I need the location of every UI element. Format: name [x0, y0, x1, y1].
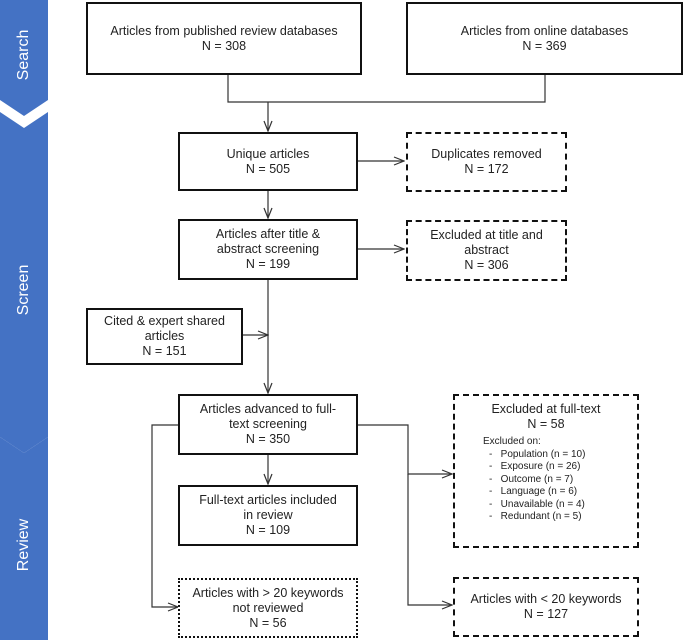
box-included-line1: Full-text articles included	[199, 493, 337, 507]
phase-review-label: Review	[15, 518, 32, 572]
arrow-to-gt20	[151, 424, 180, 607]
box-after-title-line2: abstract screening	[216, 242, 320, 256]
box-excluded-title-line2: abstract	[464, 243, 509, 257]
box-included-in-review: Full-text articles included in review N …	[178, 485, 358, 546]
list-item: Outcome (n = 7)	[489, 474, 585, 487]
arrow-to-excluded-full	[358, 424, 452, 474]
box-unique-title: Unique articles	[226, 146, 310, 161]
box-advanced-line2: text screening	[229, 417, 307, 431]
box-cited-count: N = 151	[142, 344, 187, 358]
list-item: Language (n = 6)	[489, 486, 585, 499]
box-after-title-line1: Articles after title &	[215, 227, 321, 241]
box-duplicates-removed: Duplicates removed N = 172	[406, 132, 567, 192]
list-item: Exposure (n = 26)	[489, 461, 585, 474]
box-published-title: Articles from published review databases	[110, 23, 338, 38]
box-lt20-title: Articles with < 20 keywords	[470, 592, 622, 606]
box-excluded-title-count: N = 306	[464, 258, 509, 272]
box-included-line2: in review	[243, 508, 293, 522]
arrow-to-lt20	[407, 474, 452, 605]
phase-screen-label: Screen	[15, 264, 32, 316]
box-duplicates-count: N = 172	[464, 162, 509, 176]
box-duplicates-title: Duplicates removed	[431, 147, 542, 161]
box-excluded-full-text: Excluded at full-text N = 58 Excluded on…	[453, 394, 639, 548]
box-cited-line2: articles	[144, 329, 185, 343]
merge-connector	[227, 75, 546, 103]
box-excluded-title-line1: Excluded at title and	[430, 228, 543, 242]
box-online-databases: Articles from online databases N = 369	[406, 2, 683, 75]
box-gt20-keywords: Articles with > 20 keywords not reviewed…	[178, 578, 358, 638]
box-cited-expert-articles: Cited & expert shared articles N = 151	[86, 308, 243, 365]
list-item: Population (n = 10)	[489, 449, 586, 462]
box-published-count: N = 308	[201, 38, 247, 53]
box-gt20-count: N = 56	[249, 615, 287, 630]
list-item: Redundant (n = 5)	[489, 511, 585, 524]
phase-screen-chevron	[0, 112, 48, 453]
phase-review-chevron	[0, 437, 48, 640]
exclusion-reasons-list: Population (n = 10) Exposure (n = 26) Ou…	[463, 449, 586, 524]
box-after-title-count: N = 199	[245, 257, 291, 271]
box-included-count: N = 109	[245, 523, 291, 537]
box-cited-line1: Cited & expert shared	[104, 314, 225, 328]
excluded-on-label: Excluded on:	[483, 436, 541, 447]
phase-search-label: Search	[15, 29, 32, 81]
box-unique-count: N = 505	[245, 161, 291, 176]
box-online-title: Articles from online databases	[460, 23, 629, 38]
box-gt20-line2: not reviewed	[232, 600, 304, 615]
box-lt20-keywords: Articles with < 20 keywords N = 127	[453, 577, 639, 637]
box-advanced-count: N = 350	[245, 432, 291, 446]
box-after-title-screening: Articles after title & abstract screenin…	[178, 219, 358, 280]
list-item: Unavailable (n = 4)	[489, 499, 585, 512]
box-advanced-line1: Articles advanced to full-	[199, 402, 337, 416]
box-lt20-count: N = 127	[523, 607, 569, 621]
box-unique-articles: Unique articles N = 505	[178, 132, 358, 191]
box-excluded-title-abstract: Excluded at title and abstract N = 306	[406, 220, 567, 281]
box-published-databases: Articles from published review databases…	[86, 2, 362, 75]
box-excluded-full-title: Excluded at full-text	[491, 402, 601, 416]
box-excluded-full-count: N = 58	[527, 417, 565, 431]
box-online-count: N = 369	[522, 38, 567, 53]
box-gt20-line1: Articles with > 20 keywords	[192, 585, 344, 600]
box-advanced-full-text: Articles advanced to full- text screenin…	[178, 394, 358, 455]
phase-search-chevron	[0, 0, 48, 116]
